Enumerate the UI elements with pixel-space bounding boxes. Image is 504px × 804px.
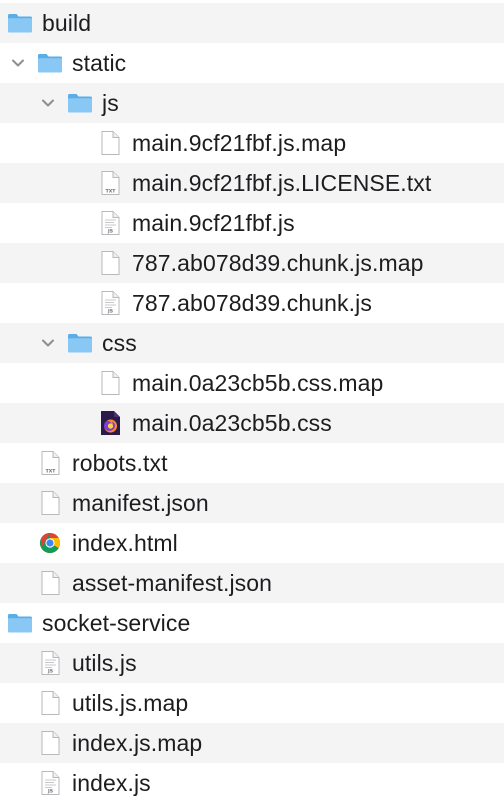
- folder-icon: [66, 329, 94, 357]
- firefox-css-icon: [96, 409, 124, 437]
- folder-icon: [66, 89, 94, 117]
- file-name: main.9cf21fbf.js.map: [132, 130, 347, 156]
- file-name: main.9cf21fbf.js: [132, 210, 295, 236]
- folder-name: css: [102, 330, 137, 356]
- js-document-icon: JS: [96, 209, 124, 237]
- file-row[interactable]: JS utils.js: [0, 643, 504, 683]
- disclosure-chevron-icon[interactable]: [10, 55, 26, 71]
- svg-text:JS: JS: [107, 228, 113, 234]
- file-row[interactable]: JS main.9cf21fbf.js: [0, 203, 504, 243]
- svg-text:TXT: TXT: [106, 188, 117, 194]
- file-row[interactable]: TXT main.9cf21fbf.js.LICENSE.txt: [0, 163, 504, 203]
- file-name: index.js.map: [72, 730, 203, 756]
- txt-document-icon: TXT: [96, 169, 124, 197]
- blank-document-icon: [96, 129, 124, 157]
- file-row[interactable]: 787.ab078d39.chunk.js.map: [0, 243, 504, 283]
- folder-name: js: [102, 90, 119, 116]
- file-row[interactable]: main.0a23cb5b.css.map: [0, 363, 504, 403]
- file-name: robots.txt: [72, 450, 168, 476]
- folder-row[interactable]: socket-service: [0, 603, 504, 643]
- folder-name: static: [72, 50, 127, 76]
- folder-row[interactable]: static: [0, 43, 504, 83]
- file-row[interactable]: asset-manifest.json: [0, 563, 504, 603]
- folder-icon: [6, 609, 34, 637]
- disclosure-chevron-icon[interactable]: [40, 335, 56, 351]
- file-name: main.0a23cb5b.css: [132, 410, 332, 436]
- file-name: manifest.json: [72, 490, 209, 516]
- folder-row[interactable]: css: [0, 323, 504, 363]
- file-name: asset-manifest.json: [72, 570, 273, 596]
- svg-text:JS: JS: [47, 788, 53, 794]
- js-document-icon: JS: [36, 649, 64, 677]
- blank-document-icon: [36, 689, 64, 717]
- file-name: utils.js.map: [72, 690, 189, 716]
- folder-name: socket-service: [42, 610, 191, 636]
- file-row[interactable]: manifest.json: [0, 483, 504, 523]
- blank-document-icon: [36, 729, 64, 757]
- file-row[interactable]: main.9cf21fbf.js.map: [0, 123, 504, 163]
- file-row[interactable]: JS index.js: [0, 763, 504, 803]
- folder-name: build: [42, 10, 92, 36]
- file-row[interactable]: TXT robots.txt: [0, 443, 504, 483]
- blank-document-icon: [96, 369, 124, 397]
- js-document-icon: JS: [36, 769, 64, 797]
- js-document-icon: JS: [96, 289, 124, 317]
- file-name: 787.ab078d39.chunk.js: [132, 290, 372, 316]
- file-row[interactable]: JS 787.ab078d39.chunk.js: [0, 283, 504, 323]
- file-row[interactable]: index.html: [0, 523, 504, 563]
- svg-text:TXT: TXT: [46, 468, 57, 474]
- file-row[interactable]: main.0a23cb5b.css: [0, 403, 504, 443]
- folder-icon: [6, 9, 34, 37]
- txt-document-icon: TXT: [36, 449, 64, 477]
- blank-document-icon: [96, 249, 124, 277]
- file-row[interactable]: index.js.map: [0, 723, 504, 763]
- file-name: 787.ab078d39.chunk.js.map: [132, 250, 424, 276]
- svg-text:JS: JS: [107, 308, 113, 314]
- folder-row[interactable]: build: [0, 3, 504, 43]
- blank-document-icon: [36, 569, 64, 597]
- chrome-html-icon: [36, 529, 64, 557]
- file-row[interactable]: utils.js.map: [0, 683, 504, 723]
- file-name: main.0a23cb5b.css.map: [132, 370, 384, 396]
- file-name: main.9cf21fbf.js.LICENSE.txt: [132, 170, 432, 196]
- blank-document-icon: [36, 489, 64, 517]
- folder-row[interactable]: js: [0, 83, 504, 123]
- file-name: index.html: [72, 530, 178, 556]
- file-name: index.js: [72, 770, 151, 796]
- disclosure-chevron-icon[interactable]: [40, 95, 56, 111]
- svg-text:JS: JS: [47, 668, 53, 674]
- folder-icon: [36, 49, 64, 77]
- file-name: utils.js: [72, 650, 137, 676]
